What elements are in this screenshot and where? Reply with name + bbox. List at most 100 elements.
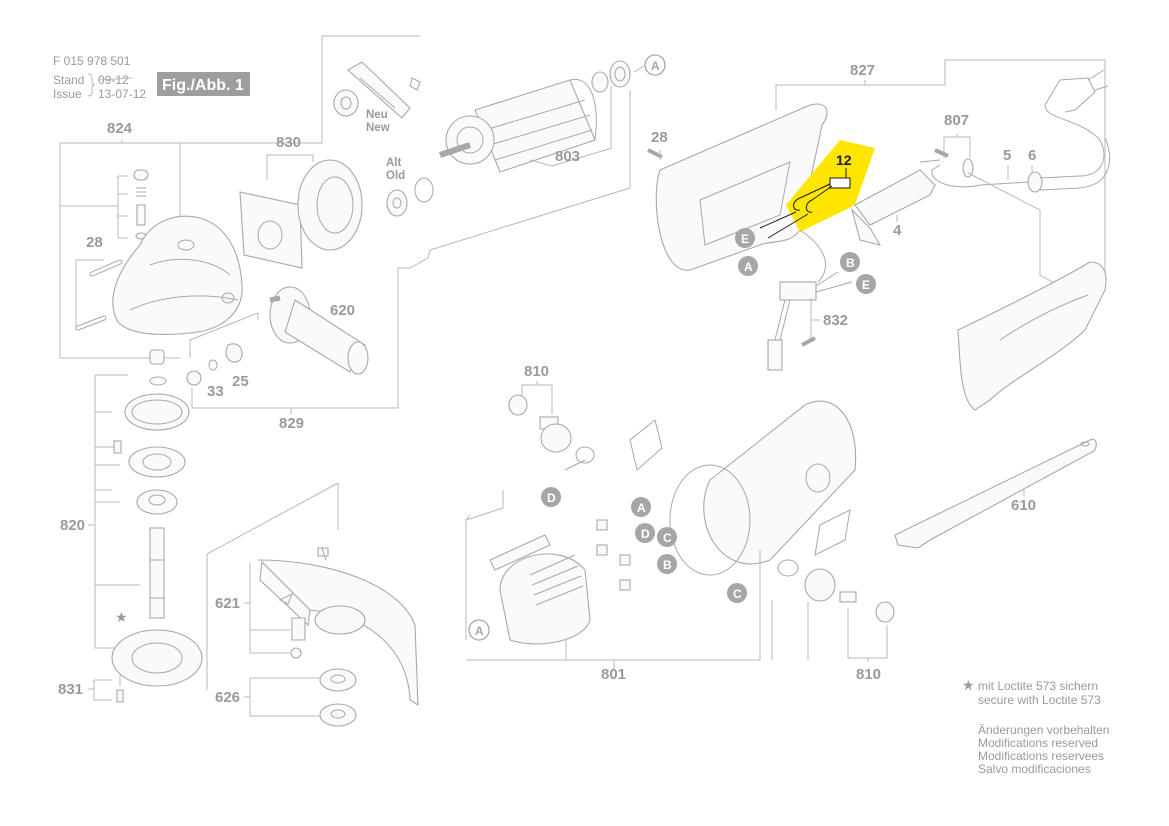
svg-text:C: C	[663, 531, 672, 545]
label-28-left: 28	[86, 234, 103, 251]
label-12: 12	[836, 152, 852, 168]
motor-housing	[629, 400, 857, 576]
strikethrough	[97, 77, 133, 81]
notes-block: ★ mit Loctite 573 sichern secure with Lo…	[962, 677, 1109, 776]
modifications-es: Salvo modificaciones	[978, 762, 1091, 776]
connector-B1	[840, 252, 860, 272]
guard-621: 621	[206, 482, 419, 707]
stator-801: 801 A A D C B	[465, 490, 761, 683]
svg-text:E: E	[862, 278, 870, 292]
svg-text:A: A	[744, 260, 753, 274]
label-33: 33	[207, 383, 224, 400]
label-810-bottom: 810	[856, 666, 881, 683]
connector-A4	[468, 619, 490, 641]
issue-label: Issue	[53, 87, 82, 101]
svg-text:B: B	[846, 256, 855, 270]
auxiliary-handle-620: 620	[269, 286, 369, 375]
cover-plate: Neu New	[333, 61, 421, 134]
gear-head-assembly: 824 28	[59, 35, 420, 359]
bearing-flange-lower	[111, 629, 203, 687]
switch-4: 4	[850, 169, 936, 246]
modifications-fr: Modifications reservees	[978, 749, 1104, 763]
label-25: 25	[232, 373, 249, 390]
svg-text:D: D	[547, 491, 556, 505]
fan	[445, 115, 495, 165]
handle-housing-827: 827 28	[647, 59, 1106, 280]
label-831: 831	[58, 681, 83, 698]
old-date: 09-12	[98, 73, 129, 87]
brush-holder-810-bottom: C 810	[727, 559, 895, 683]
label-6: 6	[1028, 147, 1036, 164]
modifications-de: Änderungen vorbehalten	[978, 723, 1109, 737]
spindle	[149, 527, 165, 619]
label-824: 824	[107, 120, 133, 137]
label-810-top: 810	[524, 363, 549, 380]
label-807: 807	[944, 112, 969, 129]
label-827: 827	[850, 62, 875, 79]
figure-label: Fig./Abb. 1	[162, 77, 244, 94]
pin-part	[136, 204, 146, 226]
cable-and-plug: 807 5 6	[919, 69, 1111, 286]
cap-part	[133, 169, 149, 181]
label-4: 4	[893, 222, 902, 239]
connector-A2	[738, 256, 758, 276]
wrench-610: 610	[894, 438, 1097, 549]
stand-label: Stand	[53, 73, 84, 87]
group-829: 25 33 829	[186, 267, 410, 432]
ball-bearing	[136, 489, 178, 515]
flanges-626: 626	[215, 668, 357, 727]
svg-text:D: D	[641, 527, 650, 541]
label-626: 626	[215, 689, 240, 706]
connector-B2	[657, 554, 677, 574]
label-alt: Alt	[386, 157, 402, 169]
connector-E2	[856, 274, 876, 294]
label-832: 832	[823, 312, 848, 329]
connector-D2	[635, 523, 655, 543]
spindle-assembly-820: 820 ★ 831	[58, 349, 203, 703]
svg-text:A: A	[651, 59, 660, 73]
modifications-en: Modifications reserved	[978, 736, 1098, 750]
highlighted-part-12: 12	[759, 140, 875, 239]
header-block: F 015 978 501 Stand Issue 09-12 13-07-12…	[53, 54, 250, 101]
label-old: Old	[386, 170, 405, 182]
label-620: 620	[330, 302, 355, 319]
loctite-note-de: mit Loctite 573 sichern	[978, 679, 1098, 693]
connector-A1	[644, 54, 666, 76]
figure-label-box	[157, 72, 250, 96]
brace	[87, 73, 96, 97]
connector-C2	[727, 583, 747, 603]
connector-C1	[657, 527, 677, 547]
label-803: 803	[555, 148, 580, 165]
star-marker: ★	[115, 609, 128, 625]
svg-text:C: C	[733, 587, 742, 601]
svg-text:E: E	[741, 232, 749, 246]
wiring-832: E A B E 832	[735, 228, 876, 371]
bearing-flange	[128, 446, 186, 478]
connector-D1	[541, 487, 561, 507]
loctite-note-en: secure with Loctite 573	[978, 693, 1101, 707]
svg-text:A: A	[475, 624, 484, 638]
armature-803: 803 A	[409, 54, 666, 269]
label-830: 830	[276, 134, 301, 151]
issue-date: 13-07-12	[98, 87, 146, 101]
connector-E1	[735, 228, 755, 248]
label-new: New	[366, 122, 390, 134]
gear-housing	[112, 215, 243, 335]
svg-text:A: A	[637, 501, 646, 515]
brush-holder-810-top: 810 D	[508, 363, 595, 507]
bevel-gear	[124, 393, 190, 431]
label-801: 801	[601, 666, 626, 683]
star-icon: ★	[962, 677, 975, 693]
label-610: 610	[1011, 497, 1036, 514]
doc-number: F 015 978 501	[53, 54, 131, 68]
label-28-right: 28	[651, 129, 668, 146]
label-5: 5	[1003, 147, 1011, 164]
svg-text:B: B	[663, 558, 672, 572]
label-829: 829	[279, 415, 304, 432]
label-neu: Neu	[366, 109, 388, 121]
label-820: 820	[60, 517, 85, 534]
handle-cover	[957, 261, 1107, 411]
connector-plug-12	[829, 177, 851, 189]
fan-baffle-830: 830 Alt Old	[239, 134, 434, 269]
